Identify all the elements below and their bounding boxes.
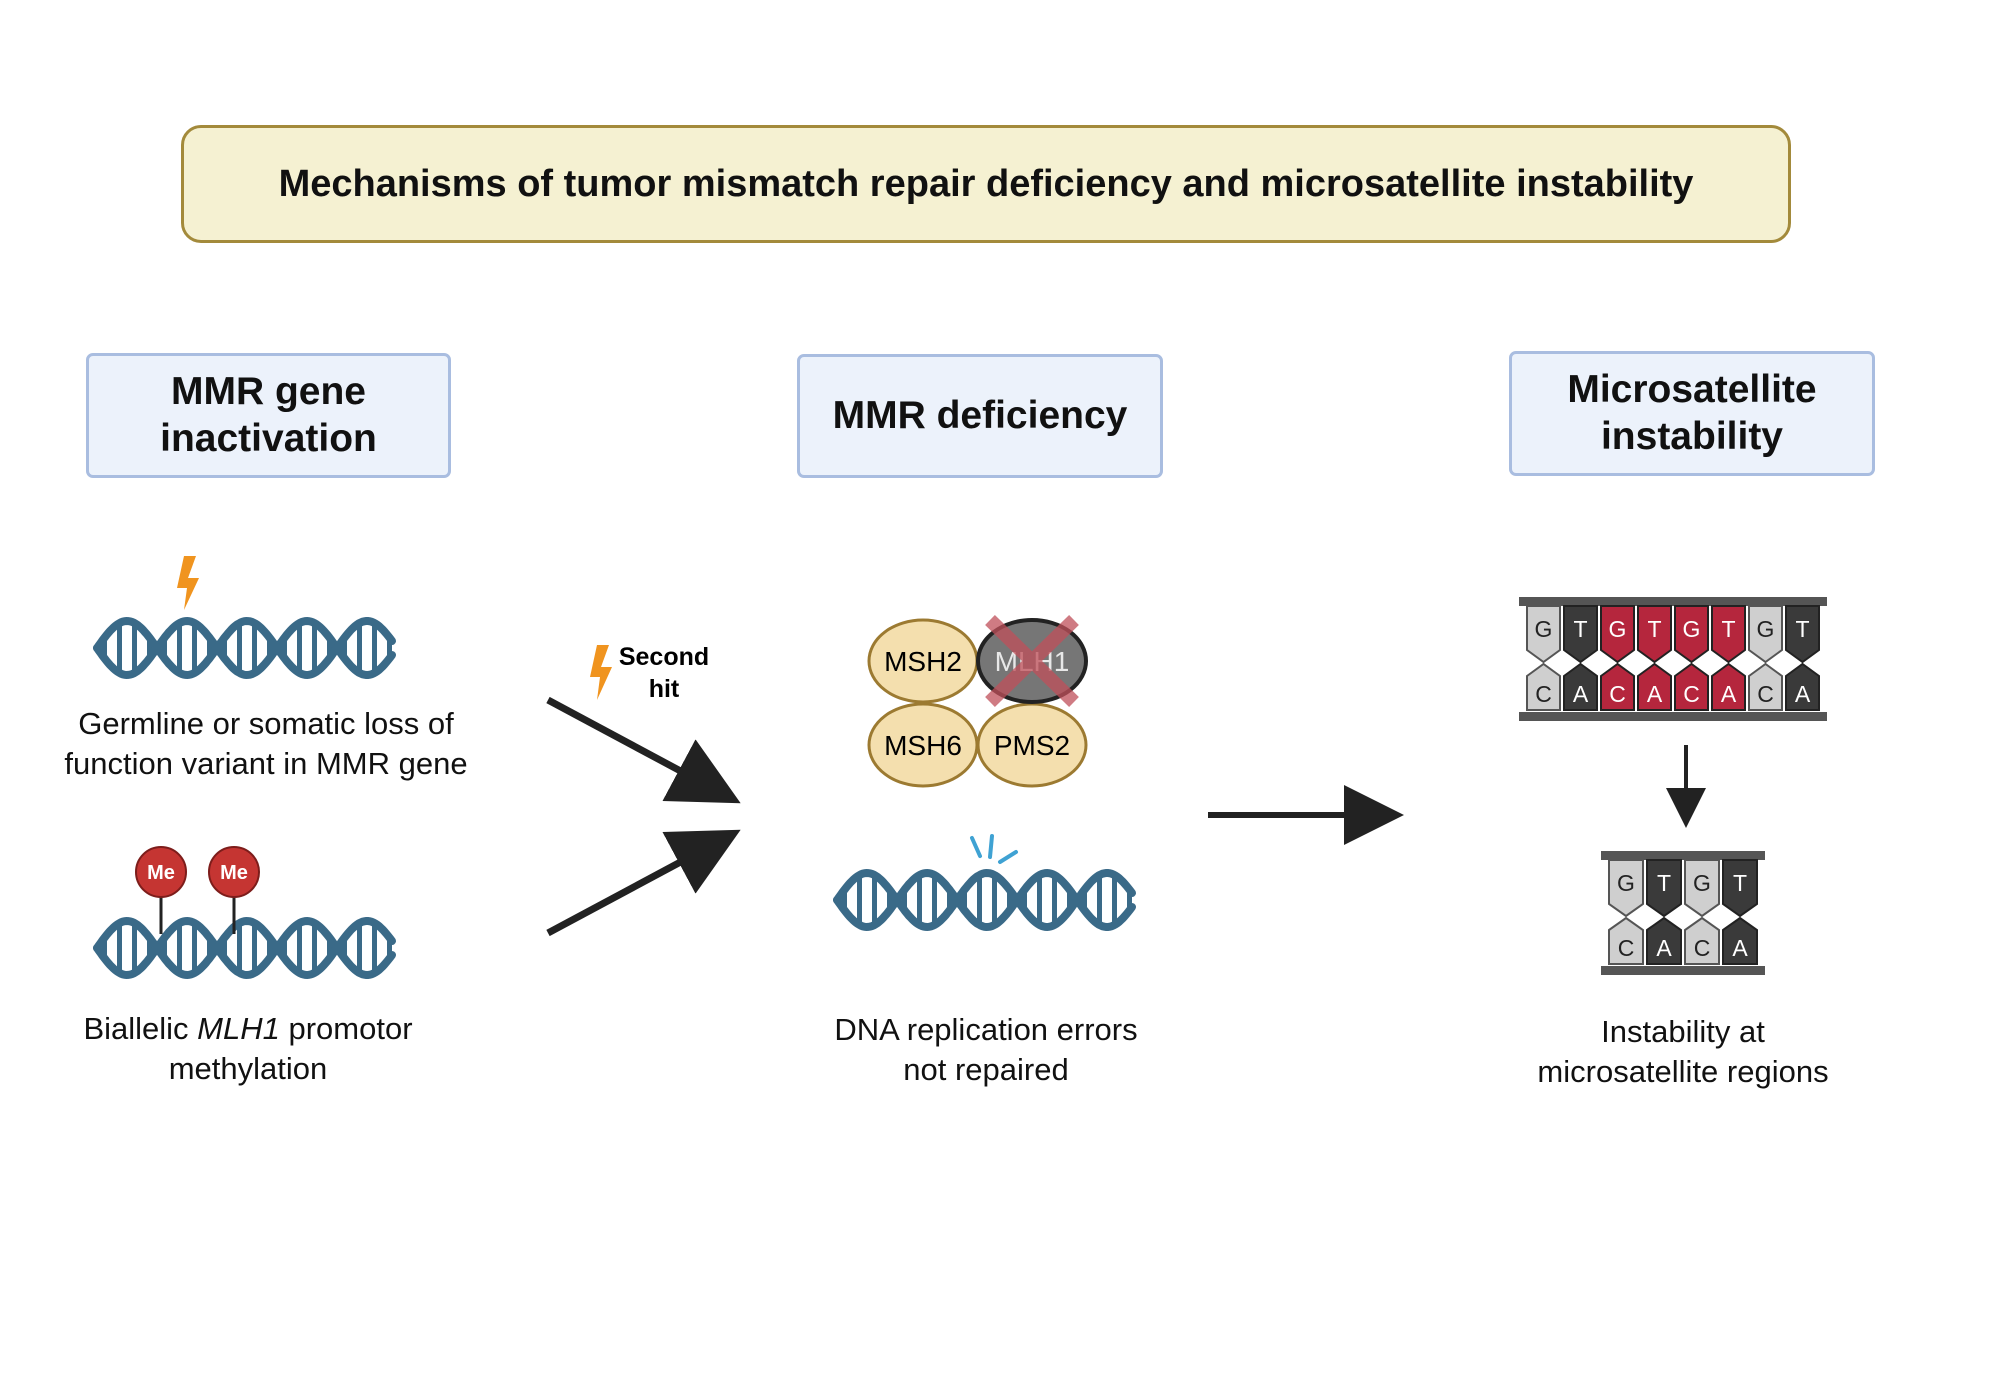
base-letter-bottom: C [1609,681,1626,707]
nucleotide-top [1526,605,1561,664]
nucleotide-bottom [1785,662,1820,711]
base-letter-bottom: C [1683,681,1700,707]
base-letter-top: T [1733,870,1747,896]
base-letter-bottom: A [1656,935,1672,961]
base-letter-top: G [1617,870,1635,896]
nucleotide-top [1637,605,1672,664]
base-letter-bottom: A [1573,681,1589,707]
protein-pms2: PMS2 [976,702,1088,788]
svg-text:PMS2: PMS2 [994,730,1070,761]
dna-break-marks-icon [970,834,1018,864]
arrow-methylation-to-deficiency [546,829,741,937]
protein-msh2: MSH2 [867,618,979,704]
nucleotide-top [1748,605,1783,664]
mmr-protein-complex: MSH2 MSH6 PMS2 MLH1 [867,614,1088,788]
caption-replication-errors: DNA replication errors not repaired [834,1012,1138,1087]
dna-strand [93,916,396,980]
nucleotide-bottom [1600,662,1635,711]
cross-icon [985,614,1079,708]
dna-helix-germline [93,616,396,680]
nucleotide-bottom [1722,916,1758,965]
nucleotide-top [1722,859,1758,918]
methyl-group-icon: Me [135,846,187,934]
nucleotide-bottom [1608,916,1644,965]
dna-strand [93,616,396,680]
arrow-germline-to-deficiency [546,696,741,804]
nucleotide-bottom [1646,916,1682,965]
base-letter-bottom: C [1535,681,1552,707]
nucleotide-bottom [1526,662,1561,711]
nucleotide-top [1608,859,1644,918]
base-letter-bottom: A [1732,935,1748,961]
base-letter-top: T [1721,616,1735,642]
nucleotide-top [1684,859,1720,918]
nucleotide-bottom [1674,662,1709,711]
base-letter-top: G [1693,870,1711,896]
backbone-bar [1601,851,1765,860]
backbone-bar [1519,712,1827,721]
dna-strand [93,616,396,680]
caption-microsatellite-instability: Instability at microsatellite regions [1537,1014,1829,1089]
nucleotide-top [1785,605,1820,664]
methyl-group-icon: Me [208,846,260,934]
header-microsatellite-instability: Microsatellite instability [1509,351,1875,476]
second-hit-bolt-icon [590,645,612,700]
nucleotide-bottom [1684,916,1720,965]
svg-text:MSH6: MSH6 [884,730,962,761]
dna-helix-unrepaired [833,868,1136,932]
header-mmr-deficiency: MMR deficiency [797,354,1163,478]
base-letter-top: G [1535,616,1553,642]
microsatellite-long: G C T A G C T A G C T A G C T A [1519,597,1827,721]
nucleotide-top [1600,605,1635,664]
nucleotide-bottom [1637,662,1672,711]
figure-title: Mechanisms of tumor mismatch repair defi… [181,125,1791,243]
nucleotide-top [1674,605,1709,664]
base-letter-top: G [1757,616,1775,642]
base-letter-top: G [1609,616,1627,642]
header-mmr-gene-inactivation: MMR gene inactivation [86,353,451,478]
base-letter-bottom: A [1721,681,1737,707]
backbone-bar [1601,966,1765,975]
base-letter-top: G [1683,616,1701,642]
base-letter-bottom: C [1757,681,1774,707]
dna-strand [833,868,1136,932]
backbone-bar [1519,597,1827,606]
dna-strand [93,916,396,980]
nucleotide-bottom [1748,662,1783,711]
svg-text:Me: Me [220,862,248,884]
nucleotide-top [1563,605,1598,664]
nucleotide-bottom [1563,662,1598,711]
gene-name-mlh1: MLH1 [197,1011,280,1046]
caption-mlh1-methylation: Biallelic MLH1 promotor methylation [83,1011,413,1086]
base-letter-bottom: C [1694,935,1711,961]
svg-text:Me: Me [147,862,175,884]
base-letter-bottom: C [1618,935,1635,961]
second-hit-label-line2: hit [649,675,680,703]
base-letter-top: T [1657,870,1671,896]
nucleotide-top [1646,859,1682,918]
nucleotide-top [1711,605,1746,664]
base-letter-top: T [1647,616,1661,642]
base-letter-bottom: A [1647,681,1663,707]
dna-strand [833,868,1136,932]
protein-mlh1-lost: MLH1 [976,614,1088,708]
microsatellite-short: G C T A G C T A [1601,851,1765,975]
svg-text:MSH2: MSH2 [884,646,962,677]
base-letter-top: T [1795,616,1809,642]
dna-helix-methylated [93,916,396,980]
protein-msh6: MSH6 [867,702,979,788]
base-letter-bottom: A [1795,681,1811,707]
base-letter-top: T [1573,616,1587,642]
lightning-bolt-icon [177,556,199,610]
caption-germline-variant: Germline or somatic loss of function var… [64,706,468,781]
nucleotide-bottom [1711,662,1746,711]
second-hit-label-line1: Second [619,643,709,671]
